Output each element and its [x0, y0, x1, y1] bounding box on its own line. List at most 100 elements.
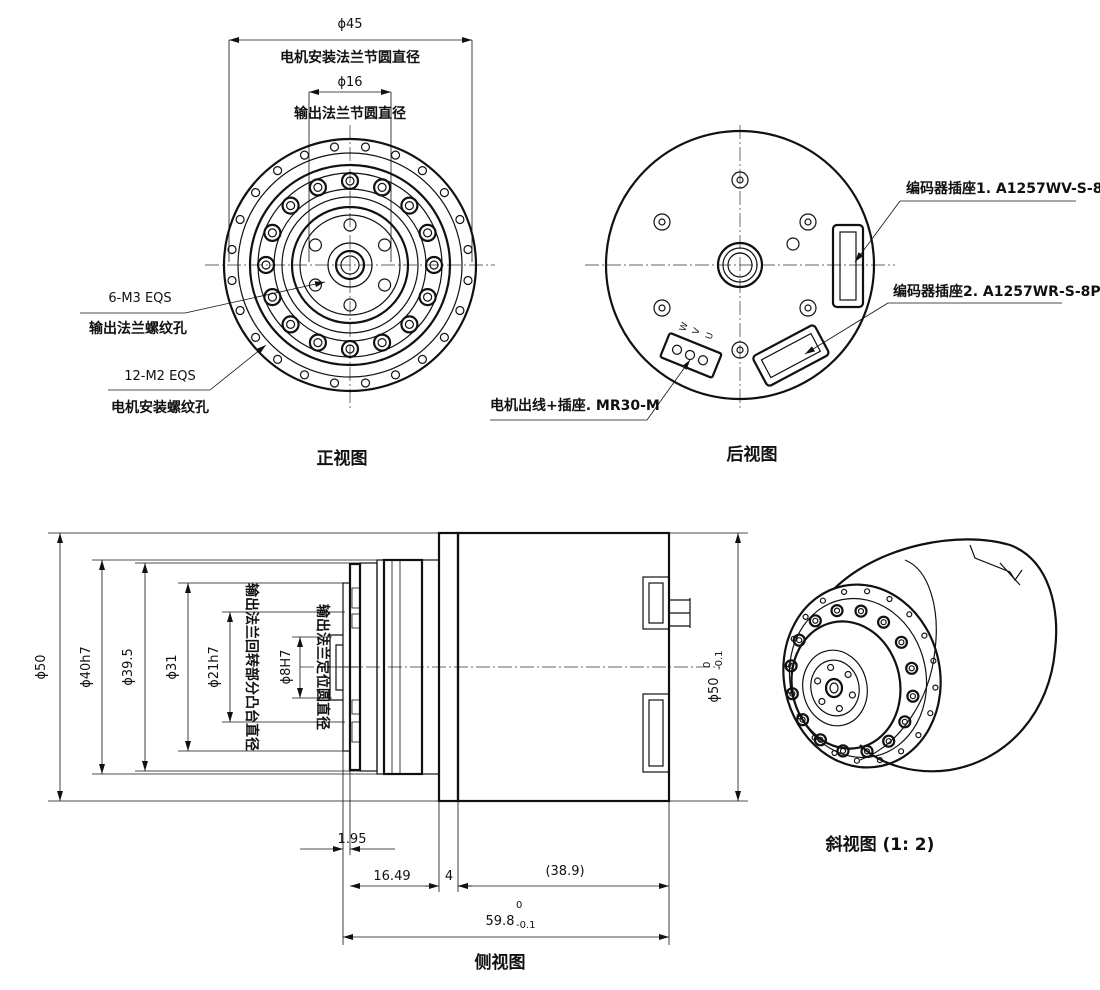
rim-hole [417, 166, 427, 176]
iso-bolt-head [836, 744, 850, 758]
side-dim-total: 59.8 [486, 914, 515, 929]
side-connector-bottom [642, 693, 670, 773]
rim-hole [329, 142, 340, 152]
rear-mount-holes [653, 171, 817, 359]
iso-rim-hole [921, 632, 928, 639]
mount-hole-inner [804, 218, 812, 226]
iso-bolt-head [784, 659, 798, 673]
iso-bolt-socket [908, 665, 915, 672]
rear-view-title: 后视图 [727, 444, 778, 465]
side-dim-d31: ϕ31 [165, 654, 180, 679]
rim-hole [251, 188, 261, 198]
iso-front-rim [782, 583, 942, 769]
mount-hole-outer [799, 213, 817, 231]
bolt-head [418, 288, 437, 307]
side-dim-d40h7: ϕ40h7 [79, 646, 94, 688]
iso-bolt-head [876, 615, 891, 629]
rear-encoder2-label: 编码器插座2. A1257WR-S-8P [893, 283, 1100, 300]
front-dim-inner-label: 输出法兰节圆直径 [294, 105, 406, 122]
side-dim-d8h7-label: 输出法兰定位圆直径 [314, 604, 331, 730]
iso-rim-hole [863, 588, 871, 595]
iso-bolt-head [898, 715, 912, 729]
bolt-head [400, 196, 419, 215]
iso-bolt-socket [901, 718, 908, 725]
iso-bolt-head [860, 744, 874, 759]
bolt-socket [377, 182, 387, 192]
bolt-head [263, 288, 282, 307]
bolt-head [340, 171, 360, 191]
bolt-head [373, 333, 392, 352]
rim-hole [390, 150, 401, 160]
bolt-socket [313, 338, 323, 348]
output-hole [378, 238, 392, 252]
mount-hole-outer [653, 299, 671, 317]
rim-hole [273, 166, 283, 176]
rear-view: W V U 编码器插座1. A1257WV-S-8P 编码器插座2. A1257… [490, 125, 1100, 465]
rear-encoder-connector-1 [831, 223, 865, 309]
front-callout-output-spec: 6-M3 EQS [108, 291, 171, 306]
rim-hole [439, 332, 449, 342]
rim-hole [360, 378, 371, 388]
iso-bolt-socket [909, 693, 917, 700]
rim-hole [299, 150, 310, 160]
bolt-socket [429, 260, 439, 270]
iso-bolt-head [795, 713, 810, 727]
mount-hole-inner [658, 304, 666, 312]
iso-rim-hole [802, 613, 809, 621]
side-dim-d39-5: ϕ39.5 [121, 648, 136, 686]
side-dim-d21h7-label: 输出法兰回转部分凸台直径 [243, 583, 260, 751]
side-view: ϕ50 ϕ40h7 ϕ39.5 ϕ31 ϕ21h7 输出法兰回转部分凸台直径 ϕ… [34, 531, 748, 973]
output-hole [343, 218, 357, 232]
bolt-head [308, 178, 327, 197]
rim-hole [455, 305, 465, 316]
side-dim-total-tol-lower: -0.1 [516, 920, 536, 931]
iso-rim-hole [787, 688, 794, 695]
iso-rim-hole [853, 757, 861, 764]
bolt-socket [286, 201, 296, 211]
iso-rim-hole [819, 597, 827, 604]
bolt-socket [345, 176, 355, 186]
iso-bolt-ring [784, 603, 920, 759]
iso-bolt-head [785, 687, 799, 701]
rear-motor-connector-label: 电机出线+插座. MR30-M [490, 397, 660, 414]
iso-output-hole [835, 704, 844, 713]
bolt-socket [313, 182, 323, 192]
iso-rim-hole [840, 588, 848, 596]
iso-view: 斜视图 (1: 2) [782, 538, 1058, 855]
side-dim-d50-right: ϕ50 [707, 677, 722, 702]
front-callout-motor-label: 电机安装螺纹孔 [111, 399, 209, 416]
iso-rim-hole [915, 731, 922, 739]
rim-hole [360, 142, 371, 152]
rim-hole [227, 244, 237, 255]
mount-hole-outer [653, 213, 671, 231]
iso-rim-hole [876, 756, 884, 764]
bolt-socket [286, 319, 296, 329]
rear-pin-u: U [704, 331, 716, 341]
front-output-flange [290, 205, 410, 325]
iso-output-hole [844, 670, 852, 679]
iso-bolt-head [894, 635, 909, 649]
rear-pin-v: V [691, 326, 703, 336]
front-view-title: 正视图 [317, 448, 368, 469]
iso-output-holes [813, 663, 857, 713]
rear-encoder1-label: 编码器插座1. A1257WV-S-8P [906, 180, 1100, 197]
bolt-socket [267, 228, 277, 238]
front-view: ϕ45 电机安装法兰节圆直径 ϕ16 输出法兰节圆直径 6-M3 EQS [80, 17, 495, 469]
iso-bolt-socket [799, 716, 806, 723]
iso-bolt-socket [812, 617, 819, 624]
side-dim-16-49: 16.49 [373, 869, 410, 884]
iso-bolt-socket [839, 747, 847, 755]
front-output-holes [308, 218, 392, 312]
side-dim-38-9: (38.9) [545, 864, 584, 879]
rim-hole [299, 370, 310, 380]
iso-bolt-socket [885, 738, 892, 745]
output-hole [343, 298, 357, 312]
rear-outline [604, 129, 876, 401]
iso-rim-hole [811, 734, 818, 741]
mount-hole-outer [731, 341, 749, 359]
iso-bolt-socket [863, 748, 871, 755]
iso-output-hole [818, 697, 826, 706]
bolt-head [373, 178, 392, 197]
output-hole [308, 238, 322, 252]
side-connector-top [642, 576, 691, 630]
